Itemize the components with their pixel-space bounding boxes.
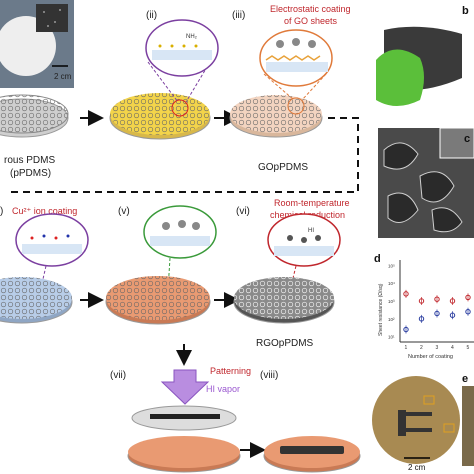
disk-iv xyxy=(0,277,73,324)
ppdms-label-2: (pPDMS) xyxy=(10,168,51,179)
panel-c-sem: c xyxy=(378,127,474,238)
x-tick-label: 3 xyxy=(436,345,439,351)
x-tick-label: 1 xyxy=(405,345,408,351)
scale-label-top: 2 cm xyxy=(54,72,72,81)
disk-vi xyxy=(233,277,335,324)
label-e: e xyxy=(462,373,468,385)
step-iv-note: Cu²⁺ ion coating xyxy=(12,206,77,216)
step-vii-label: (vii) xyxy=(110,370,126,381)
patterning-setup xyxy=(127,369,241,473)
step-vi-note-1: Room-temperature xyxy=(274,198,350,208)
y-tick-label: 10⁵ xyxy=(388,263,395,268)
bubble-v xyxy=(143,205,217,291)
label-d: d xyxy=(374,253,381,265)
bubble-iv xyxy=(15,213,89,293)
x-tick-label: 4 xyxy=(451,345,454,351)
gopdms-label: GOpPDMS xyxy=(258,162,308,173)
step-vii-note: Patterning xyxy=(210,366,251,376)
ppdms-label-1: rous PDMS xyxy=(4,155,55,166)
rgopdms-label: RGOpPDMS xyxy=(256,338,314,349)
y-tick-label: 10² xyxy=(388,317,395,322)
panel-i-photo: 2 cm xyxy=(0,0,74,88)
disk-v xyxy=(105,276,211,325)
step-iv-label: ) xyxy=(0,206,3,217)
disk-ii xyxy=(109,93,211,140)
panel-d-chart: d Sheet resistance (Ω/sq) Number of coat… xyxy=(374,253,474,360)
step-iii-note-1: Electrostatic coating xyxy=(270,4,351,14)
x-axis-label: Number of coating xyxy=(408,354,453,360)
step-iii-note-2: of GO sheets xyxy=(284,16,338,26)
panel-b-photo: b xyxy=(376,0,474,114)
y-tick-label: 10¹ xyxy=(388,335,395,340)
y-axis-label: Sheet resistance (Ω/sq) xyxy=(378,283,384,336)
x-tick-label: 2 xyxy=(420,345,423,351)
y-tick-label: 10⁴ xyxy=(388,281,395,286)
bubble-vi-text: HI xyxy=(308,228,314,234)
scale-label-e: 2 cm xyxy=(408,463,426,472)
x-tick-label: 5 xyxy=(467,345,470,351)
step-ii-label: (ii) xyxy=(146,10,157,21)
panel-e-photo: 2 cm e xyxy=(372,370,474,474)
bubble-vi: HI xyxy=(267,213,341,291)
bubble-iii xyxy=(259,29,333,101)
label-c: c xyxy=(464,133,470,145)
label-b: b xyxy=(462,5,469,17)
step-iii-label: (iii) xyxy=(232,10,245,21)
y-tick-label: 10³ xyxy=(388,299,395,304)
bubble-ii: NH₂ xyxy=(145,19,219,103)
dashed-connector xyxy=(6,117,359,193)
step-viii-label: (viii) xyxy=(260,370,278,381)
disk-iii xyxy=(229,95,323,138)
hi-vapor-label: HI vapor xyxy=(206,384,240,394)
disk-ppdms xyxy=(0,94,69,138)
step-v-label: (v) xyxy=(118,206,130,217)
disk-viii xyxy=(263,436,361,473)
step-vi-label: (vi) xyxy=(236,206,250,217)
bubble-ii-text: NH₂ xyxy=(186,34,198,40)
